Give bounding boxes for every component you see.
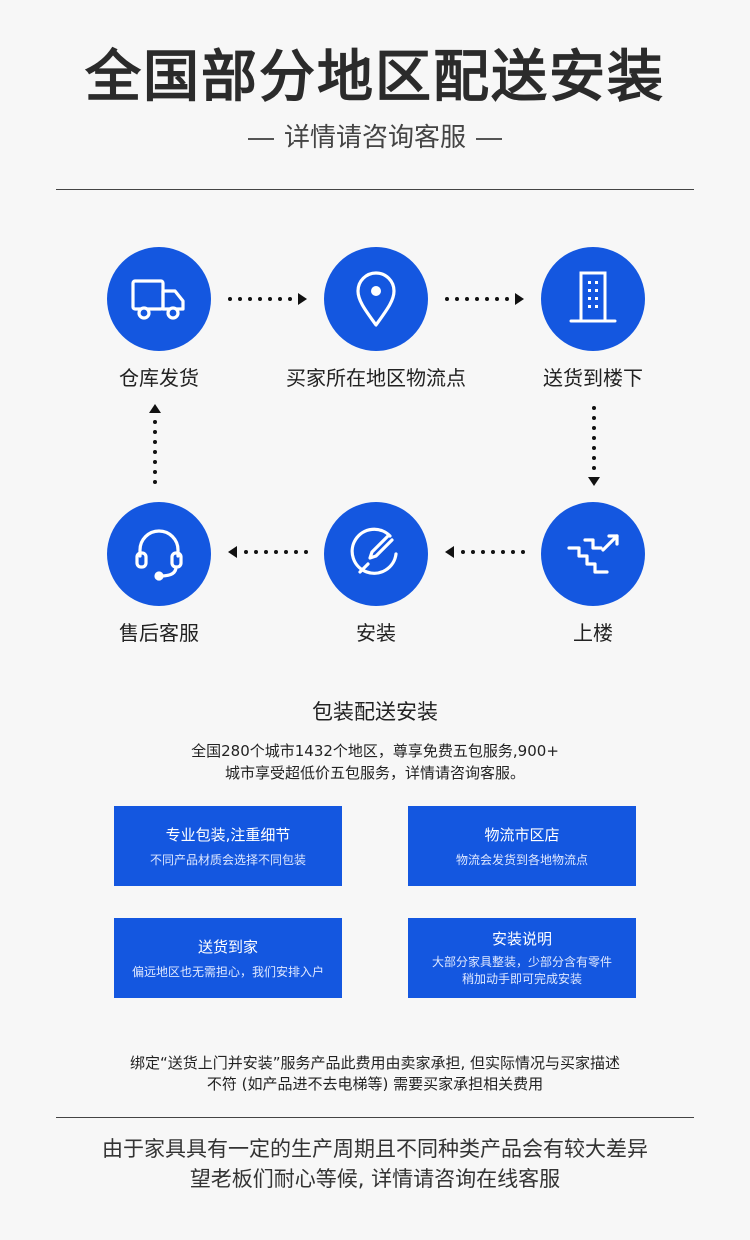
step-downstairs-label: 送货到楼下 [543,366,643,390]
service-title: 包装配送安装 [312,700,438,724]
subtitle-dash-left [247,137,274,140]
card-install-note-sub1: 大部分家具整装，少部分含有零件 [431,955,612,969]
step-upstairs-label: 上楼 [573,621,613,645]
fee-notice-line2: 不符 (如产品进不去电梯等) 需要买家承担相关费用 [206,1075,544,1093]
step-aftersales-node [107,502,211,606]
service-desc-line2: 城市享受超低价五包服务，详情请咨询客服。 [224,764,525,782]
bottom-divider [56,1117,694,1118]
page-title: 全国部分地区配送安装 [85,45,665,110]
card-logistics: 物流市区店 物流会发货到各地物流点 [408,806,636,886]
card-logistics-sub: 物流会发货到各地物流点 [455,852,588,867]
card-packaging: 专业包装,注重细节 不同产品材质会选择不同包装 [114,806,342,886]
card-delivery: 送货到家 偏远地区也无需担心，我们安排入户 [114,918,342,998]
service-desc-line1: 全国280个城市1432个地区，尊享免费五包服务,900+ [191,742,559,760]
arrow-left-2 [445,546,525,558]
page-subtitle: 详情请咨询客服 [0,118,750,158]
step-logistics-node [324,247,428,351]
step-aftersales-label: 售后客服 [119,621,199,645]
footer-line2: 望老板们耐心等候, 详情请咨询在线客服 [189,1167,561,1191]
wrench-icon [350,527,398,575]
service-description: 全国280个城市1432个地区，尊享免费五包服务,900+ 城市享受超低价五包服… [0,740,750,784]
step-warehouse-node [107,247,211,351]
card-install-note-sub2: 稍加动手即可完成安装 [461,972,582,986]
arrow-right-1 [228,293,308,305]
step-downstairs-node [541,247,645,351]
arrow-down [588,406,600,488]
truck-icon [131,279,185,320]
subtitle-dash-right [476,137,502,140]
headset-icon [135,529,183,581]
card-delivery-sub: 偏远地区也无需担心，我们安排入户 [131,964,324,979]
footer-note: 由于家具具有一定的生产周期且不同种类产品会有较大差异 望老板们耐心等候, 详情请… [0,1134,750,1194]
top-divider [56,189,694,190]
arrow-right-2 [445,293,525,305]
subtitle-text: 详情请咨询客服 [283,123,466,153]
step-upstairs-node [541,502,645,606]
building-icon [569,271,617,323]
card-packaging-sub: 不同产品材质会选择不同包装 [149,852,306,867]
card-install-note: 安装说明 大部分家具整装，少部分含有零件 稍加动手即可完成安装 [408,918,636,998]
card-logistics-title: 物流市区店 [484,825,560,844]
card-packaging-title: 专业包装,注重细节 [165,825,291,844]
footer-line1: 由于家具具有一定的生产周期且不同种类产品会有较大差异 [102,1137,648,1161]
step-warehouse-label: 仓库发货 [119,366,199,390]
fee-notice-line1: 绑定“送货上门并安装”服务产品此费用由卖家承担, 但实际情况与买家描述 [129,1054,621,1072]
step-install-node [324,502,428,606]
arrow-left-1 [228,546,308,558]
card-install-note-title: 安装说明 [491,930,552,948]
card-delivery-title: 送货到家 [197,937,258,956]
stairs-icon [567,534,619,574]
arrow-up [149,404,161,486]
step-install-label: 安装 [356,621,396,645]
fee-notice: 绑定“送货上门并安装”服务产品此费用由卖家承担, 但实际情况与买家描述 不符 (… [0,1053,750,1095]
step-logistics-label: 买家所在地区物流点 [286,366,466,390]
location-pin-icon [356,271,396,327]
